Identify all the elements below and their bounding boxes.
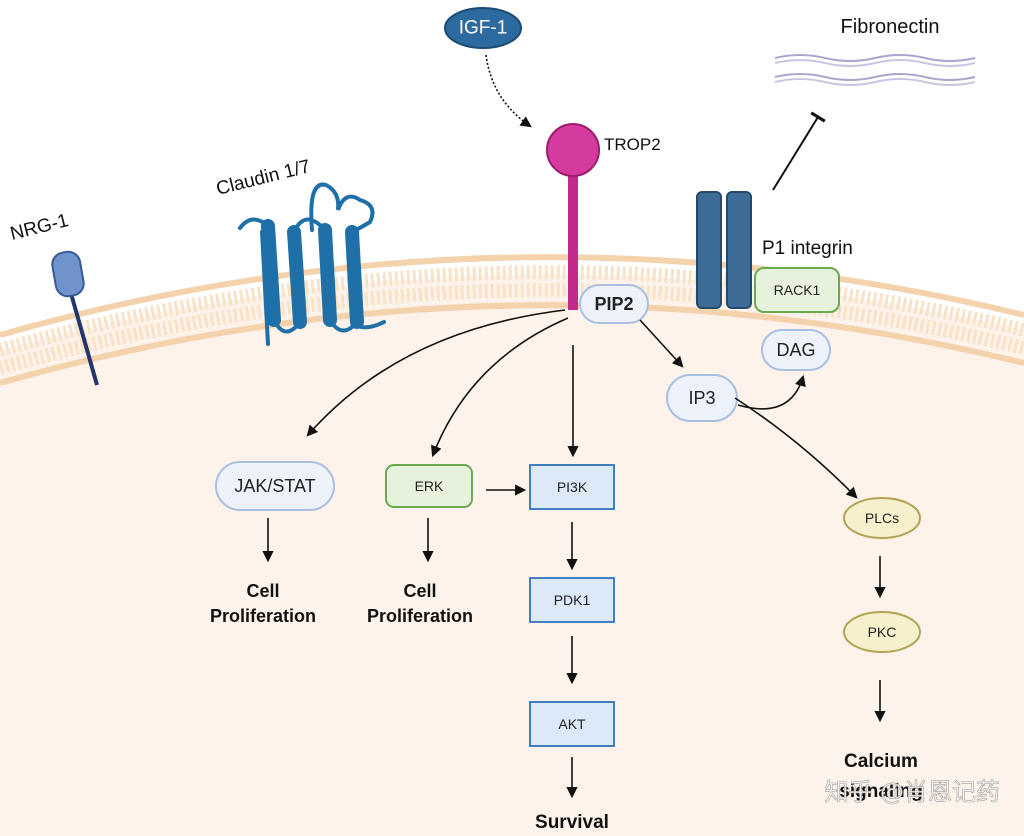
fibronectin-fibers xyxy=(774,54,976,86)
igf1-label: IGF-1 xyxy=(459,18,508,39)
pip2-erk-arrow xyxy=(431,317,569,458)
pkc-label: PKC xyxy=(868,624,897,640)
pip2-ip3-arrow xyxy=(639,319,684,368)
survival-label: Survival xyxy=(535,812,609,833)
cell-membrane xyxy=(0,254,1024,386)
integrin-bar-1 xyxy=(696,191,722,309)
pi3k-label: PI3K xyxy=(557,479,588,495)
cell-proliferation-2-line1: Cell xyxy=(403,581,436,601)
claudin-protein xyxy=(238,182,386,346)
integrin-bar-2 xyxy=(726,191,752,309)
pdk1-node xyxy=(529,577,615,623)
igf1-node xyxy=(444,7,522,49)
calcium-label-line1: Calcium xyxy=(844,751,918,772)
ip3-label: IP3 xyxy=(688,388,715,408)
claudin-label: Claudin 1/7 xyxy=(214,156,312,200)
fibronectin-label: Fibronectin xyxy=(841,16,940,38)
erk-node xyxy=(385,464,473,508)
p1-integrin-label: P1 integrin xyxy=(762,238,853,259)
pip2-node xyxy=(579,284,649,324)
pip2-label: PIP2 xyxy=(594,294,633,314)
cell-proliferation-1-line2: Proliferation xyxy=(210,606,316,626)
calcium-label-line2: signaling xyxy=(839,781,922,802)
jakstat-label: JAK/STAT xyxy=(234,476,315,496)
trop2-stalk xyxy=(568,170,578,310)
akt-node xyxy=(529,701,615,747)
pip2-jakstat-arrow xyxy=(306,309,566,437)
plcs-node xyxy=(843,497,921,539)
erk-label: ERK xyxy=(415,478,444,494)
plcs-label: PLCs xyxy=(865,510,899,526)
pdk1-label: PDK1 xyxy=(554,592,591,608)
trop2-label: TROP2 xyxy=(604,135,661,154)
ip3-node xyxy=(666,374,738,422)
cytoplasm xyxy=(0,274,1024,836)
nrg1-stalk xyxy=(68,289,99,386)
trop2-head xyxy=(546,123,600,177)
nrg1-head xyxy=(51,250,85,298)
pkc-node xyxy=(843,611,921,653)
dag-label: DAG xyxy=(776,340,815,360)
rack1-node xyxy=(754,267,840,313)
nrg1-label: NRG-1 xyxy=(8,210,70,245)
jakstat-node xyxy=(215,461,335,511)
akt-label: AKT xyxy=(558,716,586,732)
integrin-fibronectin-inhibition xyxy=(772,111,826,191)
watermark: 知乎 @肖恩记药 xyxy=(824,778,1000,806)
igf1-trop2-arrow xyxy=(485,54,532,128)
dag-node xyxy=(761,329,831,371)
cell-proliferation-1-line1: Cell xyxy=(246,581,279,601)
cell-proliferation-2-line2: Proliferation xyxy=(367,606,473,626)
ip3-plcs-arrow xyxy=(734,397,858,499)
pi3k-node xyxy=(529,464,615,510)
rack1-label: RACK1 xyxy=(774,282,821,298)
